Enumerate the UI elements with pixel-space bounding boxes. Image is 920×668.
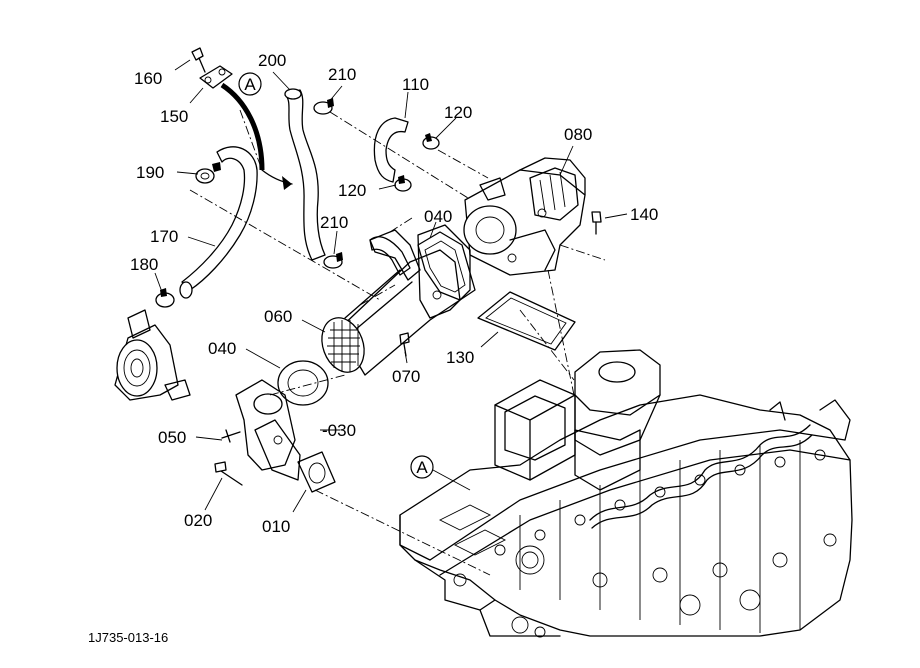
callout-210-upper: 210 <box>328 65 356 84</box>
reference-mark-a-engine: A <box>410 455 471 491</box>
assembly-lines <box>189 109 606 576</box>
egr-pipe-030 <box>235 379 301 481</box>
callout-060: 060 <box>264 307 292 326</box>
flow-arrow <box>220 82 293 190</box>
gasket-040-lower <box>277 360 329 406</box>
callout-labels: 160 150 200 210 110 120 080 190 120 040 … <box>130 51 658 536</box>
callout-160: 160 <box>134 69 162 88</box>
callout-030: -030 <box>322 421 356 440</box>
callout-120-upper: 120 <box>444 103 472 122</box>
svg-text:A: A <box>244 75 256 94</box>
oil-cooler <box>114 309 191 401</box>
callout-070: 070 <box>392 367 420 386</box>
bolt-050 <box>221 429 241 443</box>
callout-040-lower: 040 <box>208 339 236 358</box>
callout-010: 010 <box>262 517 290 536</box>
clamp-210-lower <box>323 252 343 269</box>
egr-valve <box>463 157 586 276</box>
clamp-210-upper <box>313 98 334 115</box>
bolt-070 <box>399 332 410 357</box>
callout-120-lower: 120 <box>338 181 366 200</box>
callout-040-upper: 040 <box>424 207 452 226</box>
callout-020: 020 <box>184 511 212 530</box>
hose-200 <box>284 88 326 261</box>
clamp-120-upper <box>422 133 440 150</box>
callout-210-lower: 210 <box>320 213 348 232</box>
clamp-190 <box>195 162 221 184</box>
callout-170: 170 <box>150 227 178 246</box>
hose-170 <box>179 146 258 299</box>
hose-110 <box>373 117 409 183</box>
callout-140: 140 <box>630 205 658 224</box>
callout-110: 110 <box>402 75 429 94</box>
leader-lines <box>154 59 628 513</box>
bolt-020 <box>214 461 243 486</box>
callout-190: 190 <box>136 163 164 182</box>
figure-code: 1J735-013-16 <box>88 630 168 645</box>
callout-150: 150 <box>160 107 188 126</box>
bolt-140 <box>591 211 602 235</box>
gasket-040-upper <box>417 231 476 301</box>
callout-080: 080 <box>564 125 592 144</box>
gasket-010 <box>297 451 336 493</box>
bolt-160 <box>191 47 206 73</box>
svg-text:A: A <box>416 458 428 477</box>
callout-130: 130 <box>446 348 474 367</box>
plate-150 <box>199 65 233 89</box>
callout-050: 050 <box>158 428 186 447</box>
callout-200: 200 <box>258 51 286 70</box>
reference-mark-a-top: A <box>238 72 262 96</box>
callout-180: 180 <box>130 255 158 274</box>
engine-block <box>399 349 853 638</box>
pipe-upper-small <box>369 236 411 276</box>
clamp-180 <box>155 288 175 308</box>
clamp-120-lower <box>394 175 412 192</box>
gasket-130 <box>477 291 576 351</box>
